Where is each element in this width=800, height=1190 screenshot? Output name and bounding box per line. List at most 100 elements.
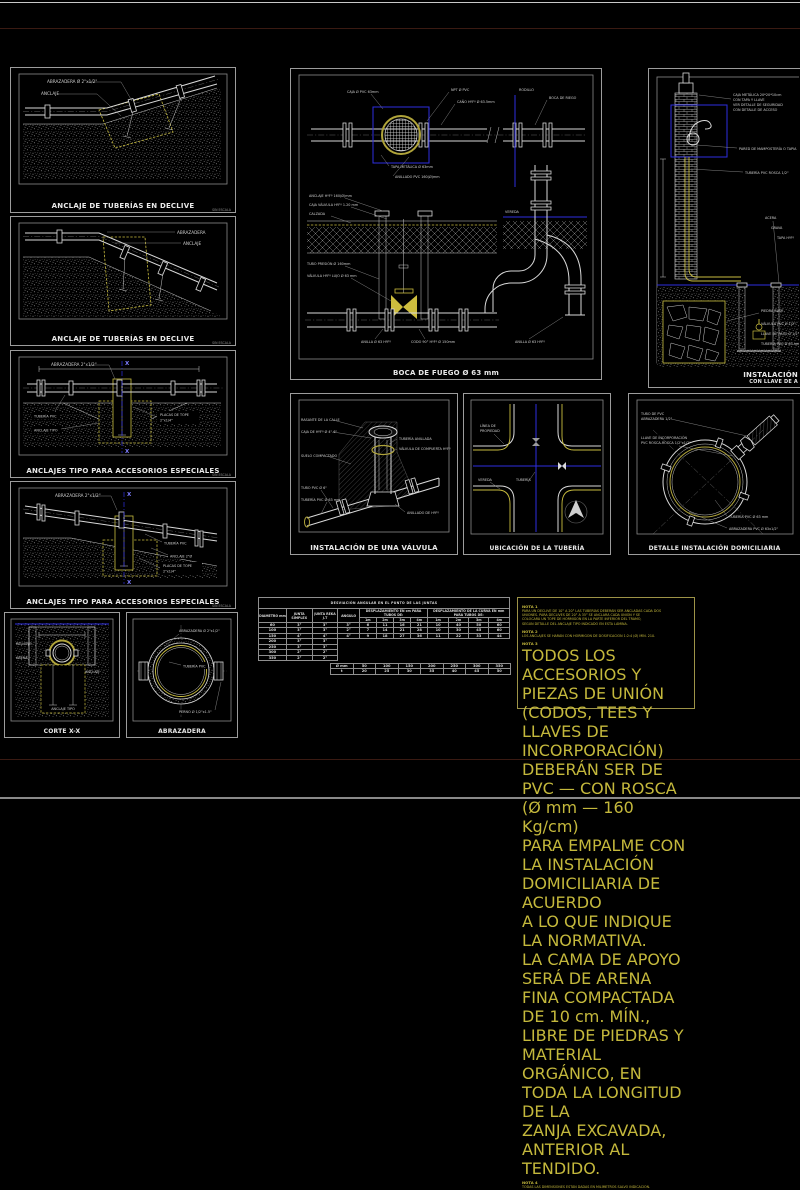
section-view: ANCLAJE HºFº 160(Ø)mm CAJA VÁLVULA HºFº …: [305, 165, 587, 344]
panel-title: ANCLAJES TIPO PARA ACCESORIOS ESPECIALES: [26, 598, 220, 606]
note-line: A LO QUE INDIQUE LA NORMATIVA.: [522, 911, 672, 950]
label: TUBERÍA: [515, 477, 531, 482]
label: ANCLAJE HºFº 160(Ø)mm: [309, 193, 353, 198]
label: TUBERÍA PVC ROSCA 1/2": [744, 170, 789, 175]
ubicacion-drawing: LÍNEA DE PROPIEDAD VEREDA TUBERÍA N: [470, 399, 604, 535]
table-cell: 3°: [337, 621, 360, 629]
table-cell: 350: [487, 662, 511, 670]
label: VÁLVULA DE COMPUERTA HºFº: [399, 446, 451, 451]
label: TUBERÍA PVC: [163, 541, 187, 546]
label: ABRAZADERA: [177, 230, 206, 235]
anchor-block: [102, 236, 152, 312]
road-base: [307, 227, 497, 253]
section-line: X X: [121, 361, 130, 455]
section-line: X X: [123, 492, 132, 586]
plan-view: CAJA Ø PVC 63mm NPT Ø PVC CAÑO HºFº Ø 63…: [307, 87, 587, 187]
tap-box: [670, 104, 728, 158]
label: RELLENO: [16, 642, 32, 646]
table-cell: 50: [487, 668, 511, 676]
col-header: ANGULO: [337, 608, 360, 623]
label: TUBERÍA PVC Ø 63 mm: [300, 497, 341, 502]
label: CODO 90° HºFº Ø 150mm: [411, 339, 456, 344]
wall: [674, 72, 698, 280]
col-header: JUNTA SIMPLEX: [285, 608, 313, 623]
note-heading: NOTA 3: [522, 640, 538, 646]
panel-abrazadera: ABRAZADERA Ø 2"x1/2" TUBERÍA PVC PERNO Ø…: [126, 612, 238, 738]
label: ANILLA Ø 63 HºFº: [361, 339, 391, 344]
label: ABRAZADERA 2"x1/2": [51, 362, 97, 367]
label: ANILLADO DE HºFº: [407, 511, 439, 515]
ground: [23, 256, 221, 317]
label: ABRAZADERA 1/2": [641, 417, 673, 421]
table-cell: 150: [258, 632, 287, 640]
anclaje-declive-1-drawing: ABRAZADERA Ø 2"x1/2" ANCLAJE: [18, 73, 228, 185]
label: ARENA: [16, 656, 28, 660]
table-title: DESVIACIÓN ANGULAR EN EL PUNTO DE LAS JU…: [258, 597, 510, 609]
panel-instalacion-con-llave: CAJA METÁLICA 20*20*10cm CON TAPA Y LLAV…: [648, 68, 800, 388]
label: 2"x1/4": [163, 570, 176, 574]
viewport-top-line: [0, 28, 800, 29]
label: PROPIEDAD: [480, 429, 500, 433]
label: 2"x1/4": [160, 419, 173, 423]
table-cell: [428, 655, 448, 660]
valve: [391, 288, 417, 319]
label: VER DETALLE DE SEGURIDAD: [733, 103, 783, 107]
clamp-ring: [138, 637, 224, 705]
label: CAJA METÁLICA 20*20*10cm: [733, 92, 782, 97]
label: GRAVA: [771, 226, 783, 230]
anclajes-tipo-2-drawing: X X ABRAZADERA 2"x1/2" TUBERÍA PVC ANCLA…: [18, 487, 228, 587]
group-header: DESPLAZAMIENTO EN cm PARA TUBOS DE:: [358, 608, 429, 618]
label: PARED DE MAMPOSTERÍA O TAPIA: [739, 146, 797, 151]
labels: LÍNEA DE PROPIEDAD VEREDA TUBERÍA: [478, 423, 536, 490]
street-corners: [473, 404, 601, 532]
label: ANCLAJE: [183, 241, 201, 246]
table-cell: 2°: [311, 649, 339, 656]
labels: ABRAZADERA ANCLAJE: [107, 230, 206, 246]
panel-title: INSTALACIÓN DE UNA VÁLVULA: [310, 544, 438, 552]
table-cell: 35: [420, 668, 444, 676]
label: ABRAZADERA Ø 2"x1/2": [47, 79, 97, 84]
section-mark-x-top: X: [125, 361, 130, 367]
note-body: TODOS LOS ACCESORIOS Y PIEZAS DE UNIÓN (…: [522, 646, 690, 1178]
label: LLAVE DE INCORPORACIÓN: [641, 435, 687, 440]
riser-pipe: [684, 157, 741, 282]
label: ANCLAJE 2"Ø: [170, 554, 192, 559]
table-cell: [338, 655, 359, 660]
panel-ubicacion-tuberia: LÍNEA DE PROPIEDAD VEREDA TUBERÍA N UBIC…: [463, 393, 611, 555]
label: CON DETALLE DE ACCESO: [733, 108, 778, 112]
label: TUBERÍA ANILLADA: [398, 436, 432, 441]
hydrant-ring: [381, 115, 421, 155]
scale-note: SIN ESCALA: [212, 473, 231, 477]
pipe: [23, 366, 223, 397]
label: ANCLAJE: [41, 91, 59, 96]
panel-anclajes-tipo-2: X X ABRAZADERA 2"x1/2" TUBERÍA PVC ANCLA…: [10, 481, 236, 609]
masonry-base: [662, 300, 726, 364]
label: TUBERÍA PVC Ø 63 mm: [760, 341, 799, 346]
label: VÁLVULA PVC Ø 1/2": [761, 321, 796, 326]
panel-subtitle: CON LLAVE DE A: [749, 379, 798, 385]
panel-title: BOCA DE FUEGO Ø 63 mm: [392, 369, 500, 377]
label: TUBO PRESIÓN Ø 160mm: [306, 261, 351, 266]
label: ANILLADO PVC 160(Ø)mm: [395, 174, 440, 179]
label: TAPA HºFº: [776, 236, 794, 240]
table-cell: 350: [258, 654, 287, 662]
label: VEREDA: [505, 210, 520, 214]
labels: RASANTE DE LA CALLE CAJA DE HºFº Ø 4"-6"…: [300, 418, 451, 515]
hydrant-box: [372, 106, 430, 164]
label: TUBERÍA PVC: [182, 664, 206, 669]
label: VÁLVULA HºFº LUJO Ø 63 mm: [307, 273, 357, 278]
note-body: LOS ANCLAJES SE HARÁN CON HORMIGÓN DE DO…: [522, 634, 690, 638]
valve-symbol: [532, 438, 566, 470]
table-cell: 40: [442, 668, 466, 676]
panel-title: ANCLAJES TIPO PARA ACCESORIOS ESPECIALES: [26, 467, 220, 475]
panel-title: INSTALACIÓN: [743, 371, 798, 379]
panel-title: ABRAZADERA: [158, 728, 206, 735]
boca-de-fuego-drawing: CAJA Ø PVC 63mm NPT Ø PVC CAÑO HºFº Ø 63…: [298, 74, 594, 360]
panel-title: DETALLE INSTALACIÓN DOMICILIARIA: [648, 545, 781, 552]
panel-anclaje-declive-2: ABRAZADERA ANCLAJE ANCLAJE DE TUBERÍAS E…: [10, 216, 236, 346]
